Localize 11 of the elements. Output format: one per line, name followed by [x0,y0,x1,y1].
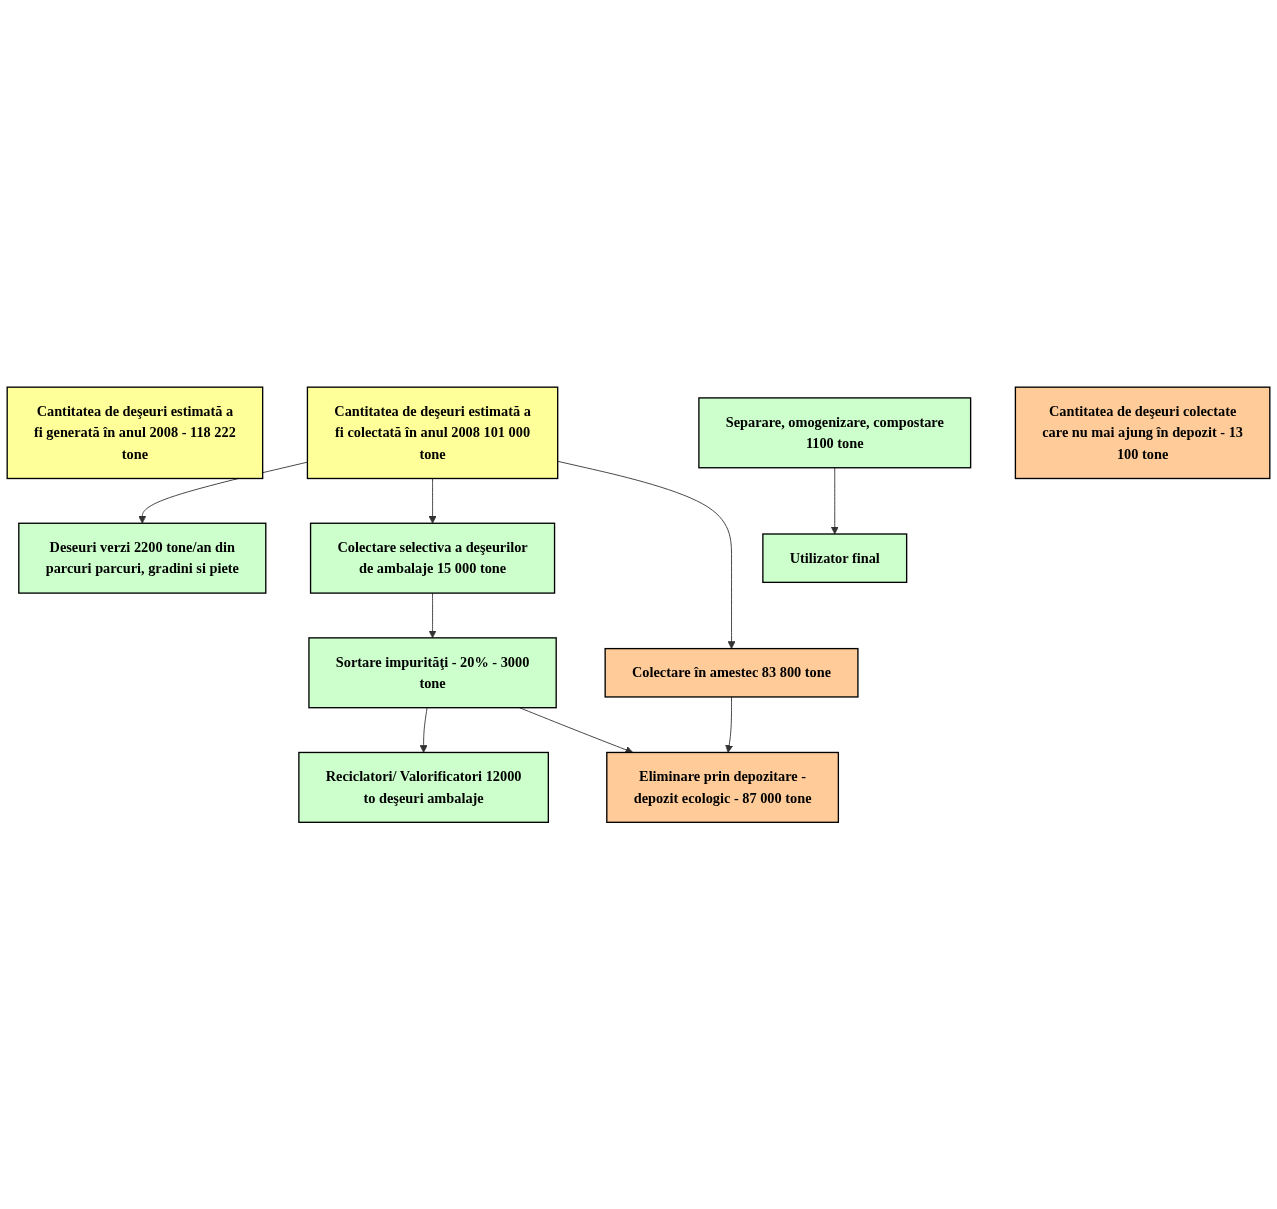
node-box: Eliminare prin depozitare - depozit ecologic - 87 000 tone [606,751,840,823]
node-box: Cantitatea de deşeuri colectate care nu mai ajung în depozit - 13 100 tone [1014,386,1271,479]
node-box: Utilizator final [762,533,908,583]
node-box: Cantitatea de deşeuri estimată a fi colectată în anul 2008 101 000 tone [306,386,559,479]
node-box: Colectare în amestec 83 800 tone [604,647,859,698]
node-box: Sortare impurităţi - 20% - 3000 tone [308,636,557,709]
node-box: Colectare selectiva a deşeurilor de ambalaje 15 000 tone [309,522,556,594]
node-box: Reciclatori/ Valorificatori 12000 to deşeuri ambalaje [298,751,549,823]
node-box: Deseuri verzi 2200 tone/an din parcuri parcuri, gradini si piete [18,522,267,594]
node-box: Cantitatea de deşeuri estimată a fi generată în anul 2008 - 118 222 tone [6,386,264,479]
node-box: Separare, omogenizare, compostare 1100 tone [698,397,972,469]
